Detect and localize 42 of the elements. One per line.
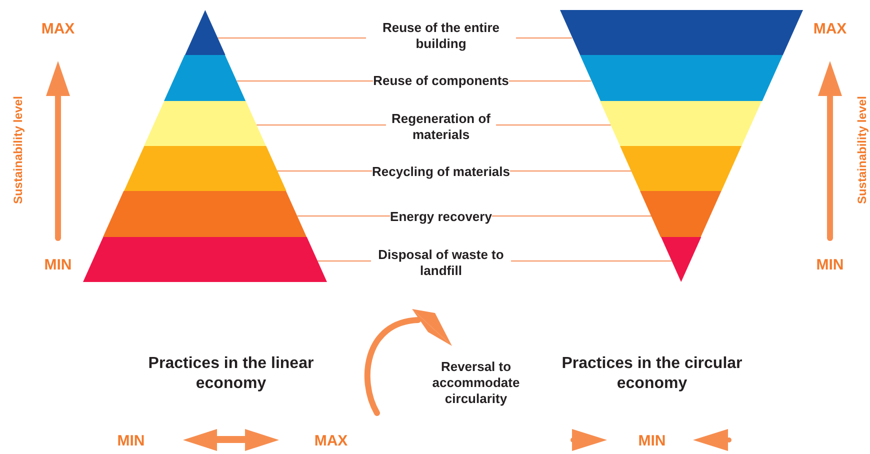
max-label: MAX bbox=[41, 20, 75, 38]
pyramid-band bbox=[560, 10, 802, 55]
pyramid-band bbox=[144, 101, 266, 146]
pyramid-band bbox=[580, 55, 782, 101]
leader-line bbox=[516, 37, 572, 39]
axis-title: Sustainability level bbox=[11, 96, 25, 204]
level-label: Disposal of waste to landfill bbox=[371, 246, 511, 278]
pyramid-band bbox=[124, 146, 286, 191]
leader-line bbox=[510, 170, 632, 172]
leader-line bbox=[511, 260, 672, 262]
leader-line bbox=[297, 215, 390, 217]
leader-line bbox=[256, 124, 386, 126]
note-text: Reversal to accommodate circularity bbox=[431, 359, 521, 407]
min-label: MIN bbox=[638, 432, 666, 450]
min-label: MIN bbox=[44, 256, 72, 274]
leader-line bbox=[318, 260, 371, 262]
section-heading: Practices in the circular economy bbox=[560, 354, 744, 394]
pyramid-band bbox=[620, 146, 742, 191]
level-label: Energy recovery bbox=[390, 209, 492, 225]
pyramid-band bbox=[103, 191, 307, 237]
min-label: MIN bbox=[117, 432, 145, 450]
section-heading: Practices in the linear economy bbox=[147, 354, 315, 394]
leader-line bbox=[218, 37, 366, 39]
pyramid-band bbox=[600, 101, 762, 146]
level-label: Recycling of materials bbox=[372, 164, 510, 180]
level-label: Reuse of the entire building bbox=[366, 20, 516, 52]
leader-line bbox=[277, 170, 372, 172]
level-label: Reuse of components bbox=[373, 73, 509, 89]
pyramid-band bbox=[660, 237, 702, 282]
leader-line bbox=[236, 80, 374, 82]
level-label: Regeneration of materials bbox=[386, 110, 496, 142]
pyramid-band bbox=[640, 191, 722, 237]
max-label: MAX bbox=[314, 432, 348, 450]
leader-line bbox=[492, 215, 652, 217]
pyramid-band bbox=[83, 237, 327, 282]
axis-title: Sustainability level bbox=[855, 96, 869, 204]
pyramid-band bbox=[164, 55, 246, 101]
min-label: MIN bbox=[816, 256, 844, 274]
pyramid-band bbox=[184, 10, 226, 55]
leader-line bbox=[496, 124, 611, 126]
leader-line bbox=[508, 80, 592, 82]
max-label: MAX bbox=[813, 20, 847, 38]
